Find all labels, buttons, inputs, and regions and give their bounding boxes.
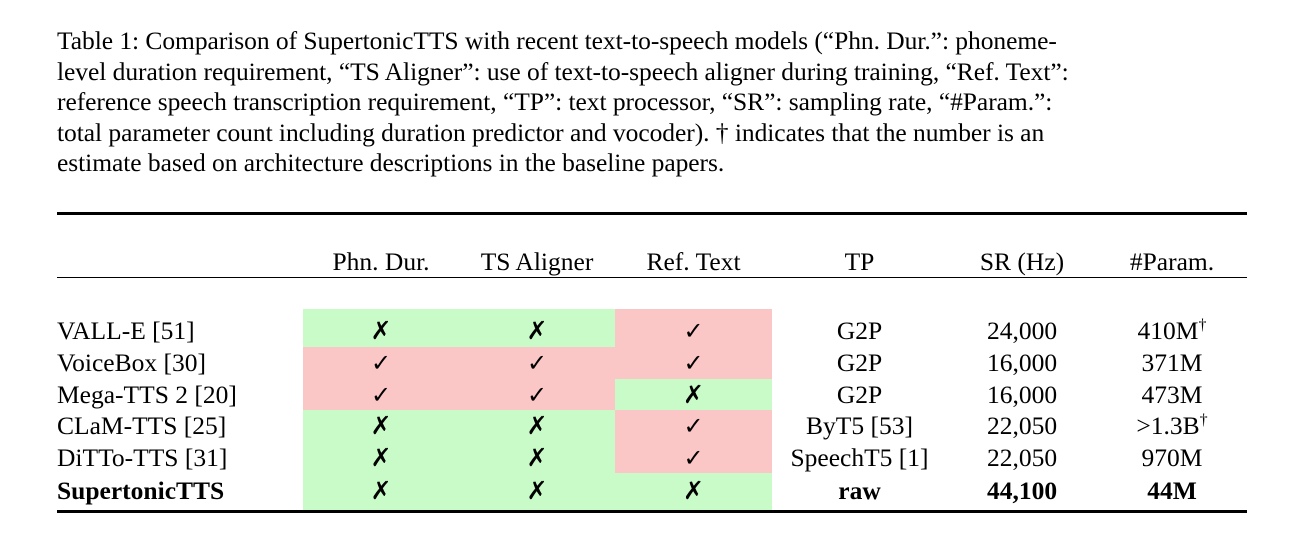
cell-sr: 16,000: [947, 347, 1097, 379]
dagger-icon: †: [1198, 316, 1206, 333]
page-root: Table 1: Comparison of SupertonicTTS wit…: [0, 0, 1302, 513]
check-icon: ✓: [371, 383, 391, 407]
table-row: DiTTo-TTS [31] ✗ ✗ ✓ SpeechT5 [1]22,050 970M: [57, 442, 1247, 474]
cross-icon: ✗: [527, 413, 548, 438]
cell-sr: 22,050: [947, 410, 1097, 442]
check-icon: ✓: [527, 351, 547, 375]
cell-ts-aligner: ✗: [459, 309, 615, 347]
param-value: 371M: [1142, 348, 1203, 377]
caption-line-5: estimate based on architecture descripti…: [57, 148, 1247, 179]
cell-tp: raw: [772, 473, 947, 512]
cell-model-name: VALL-E [51]: [57, 309, 303, 347]
cell-model-name: DiTTo-TTS [31]: [57, 442, 303, 474]
cell-model-name: SupertonicTTS: [57, 473, 303, 512]
cell-ref-text: ✓: [615, 442, 772, 474]
comparison-table: Phn. Dur. TS Aligner Ref. Text TP SR (Hz…: [57, 212, 1247, 544]
cell-ts-aligner: ✗: [459, 473, 615, 512]
param-value: >1.3B: [1136, 411, 1199, 440]
cross-icon: ✗: [683, 382, 704, 407]
column-header-ref-text: Ref. Text: [615, 246, 772, 278]
cell-phn-dur: ✗: [303, 410, 459, 442]
cell-model-name: VoiceBox [30]: [57, 347, 303, 379]
param-value: 410M: [1138, 316, 1199, 345]
param-value: 970M: [1142, 443, 1203, 472]
cell-ref-text: ✗: [615, 473, 772, 512]
cell-ts-aligner: ✗: [459, 442, 615, 474]
column-header-phn-dur: Phn. Dur.: [303, 246, 459, 278]
cross-icon: ✗: [527, 445, 548, 470]
check-icon: ✓: [683, 446, 703, 470]
column-header-param: #Param.: [1097, 246, 1247, 278]
cell-ts-aligner: ✗: [459, 410, 615, 442]
cell-param: 410M†: [1097, 309, 1247, 347]
cell-tp: G2P: [772, 347, 947, 379]
cell-phn-dur: ✓: [303, 347, 459, 379]
cell-phn-dur: ✗: [303, 442, 459, 474]
cell-ts-aligner: ✓: [459, 347, 615, 379]
cell-phn-dur: ✗: [303, 309, 459, 347]
table-caption: Table 1: Comparison of SupertonicTTS wit…: [57, 26, 1247, 179]
cell-ref-text: ✗: [615, 379, 772, 411]
cell-ref-text: ✓: [615, 309, 772, 347]
comparison-table-wrapper: Phn. Dur. TS Aligner Ref. Text TP SR (Hz…: [57, 212, 1247, 544]
rule-bottom: [57, 512, 1247, 544]
cell-ts-aligner: ✓: [459, 379, 615, 411]
cross-icon: ✗: [527, 318, 548, 343]
header-row: Phn. Dur. TS Aligner Ref. Text TP SR (Hz…: [57, 246, 1247, 278]
table-row: CLaM-TTS [25]✗✗✓ByT5 [53]22,050>1.3B†: [57, 410, 1247, 442]
param-value: 44M: [1147, 476, 1197, 505]
cross-icon: ✗: [371, 478, 392, 503]
cell-ref-text: ✓: [615, 410, 772, 442]
dagger-icon: †: [1200, 412, 1208, 429]
cell-tp: G2P: [772, 309, 947, 347]
cross-icon: ✗: [527, 478, 548, 503]
cell-model-name: Mega-TTS 2 [20]: [57, 379, 303, 411]
cell-sr: 44,100: [947, 473, 1097, 512]
cell-tp: ByT5 [53]: [772, 410, 947, 442]
cell-sr: 24,000: [947, 309, 1097, 347]
check-icon: ✓: [527, 383, 547, 407]
cell-param: 371M: [1097, 347, 1247, 379]
cell-tp: G2P: [772, 379, 947, 411]
cross-icon: ✗: [371, 318, 392, 343]
check-icon: ✓: [683, 351, 703, 375]
cell-phn-dur: ✓: [303, 379, 459, 411]
cell-param: >1.3B†: [1097, 410, 1247, 442]
column-header-model: [57, 246, 303, 278]
cross-icon: ✗: [371, 445, 392, 470]
check-icon: ✓: [683, 319, 703, 343]
cell-sr: 22,050: [947, 442, 1097, 474]
table-head: Phn. Dur. TS Aligner Ref. Text TP SR (Hz…: [57, 214, 1247, 278]
caption-line-4: total parameter count including duration…: [57, 118, 1247, 149]
cell-model-name: CLaM-TTS [25]: [57, 410, 303, 442]
check-icon: ✓: [683, 414, 703, 438]
cell-phn-dur: ✗: [303, 473, 459, 512]
caption-line-2: level duration requirement, “TS Aligner”…: [57, 57, 1247, 88]
rule-top: [57, 214, 1247, 247]
rule-header-separator: [57, 278, 1247, 310]
cell-param: 473M: [1097, 379, 1247, 411]
caption-line-3: reference speech transcription requireme…: [57, 87, 1247, 118]
cell-sr: 16,000: [947, 379, 1097, 411]
cell-param: 44M: [1097, 473, 1247, 512]
cross-icon: ✗: [371, 413, 392, 438]
column-header-sr: SR (Hz): [947, 246, 1097, 278]
caption-line-1: Table 1: Comparison of SupertonicTTS wit…: [57, 26, 1247, 57]
column-header-ts-aligner: TS Aligner: [459, 246, 615, 278]
cell-tp: SpeechT5 [1]: [772, 442, 947, 474]
cross-icon: ✗: [683, 478, 704, 503]
param-value: 473M: [1142, 380, 1203, 409]
cell-param: 970M: [1097, 442, 1247, 474]
column-header-tp: TP: [772, 246, 947, 278]
cell-ref-text: ✓: [615, 347, 772, 379]
check-icon: ✓: [371, 351, 391, 375]
